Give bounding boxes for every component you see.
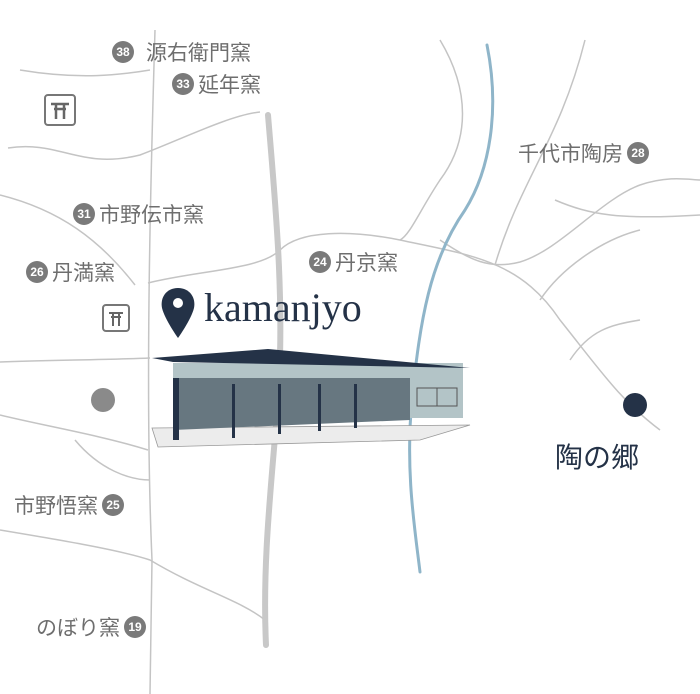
- road: [147, 29, 156, 694]
- kiln-number: 33: [172, 73, 194, 95]
- kiln-name: 市野伝市窯: [99, 203, 204, 227]
- kiln-name: 丹京窯: [335, 251, 398, 275]
- destination-label[interactable]: 陶の郷: [555, 441, 640, 474]
- road: [19, 69, 151, 77]
- road: [7, 111, 261, 160]
- road: [494, 39, 586, 266]
- road: [0, 357, 151, 363]
- kiln-number: 28: [627, 142, 649, 164]
- road: [147, 232, 661, 431]
- river: [408, 43, 495, 574]
- road: [74, 439, 151, 481]
- kiln-number: 31: [73, 203, 95, 225]
- brand-name[interactable]: kamanjyo: [204, 285, 362, 330]
- kiln-label[interactable]: 38 源右衛門窯: [112, 37, 251, 67]
- road: [0, 529, 266, 621]
- torii-icon: [44, 94, 76, 126]
- road: [539, 229, 641, 301]
- building-illustration: [151, 349, 471, 448]
- kiln-number: 25: [102, 494, 124, 516]
- torii-icon: [102, 304, 130, 332]
- kiln-number: 19: [124, 616, 146, 638]
- landmark-dot: [91, 388, 115, 412]
- road: [0, 414, 149, 451]
- kiln-name: 千代市陶房: [518, 142, 623, 166]
- road: [399, 39, 464, 241]
- road: [569, 319, 641, 361]
- destination-dot: [623, 393, 647, 417]
- road: [439, 178, 700, 266]
- kiln-name: 丹満窯: [52, 261, 115, 285]
- road: [554, 199, 700, 218]
- kiln-number: 24: [309, 251, 331, 273]
- map-pin-icon: [161, 288, 195, 338]
- kiln-name: 延年窯: [198, 73, 261, 97]
- kiln-name: のぼり窯: [36, 616, 120, 640]
- kiln-number: 26: [26, 261, 48, 283]
- kiln-name: 源右衛門窯: [146, 41, 251, 65]
- kiln-name: 市野悟窯: [14, 494, 98, 518]
- kiln-number: 38: [112, 41, 134, 63]
- road: [0, 194, 136, 286]
